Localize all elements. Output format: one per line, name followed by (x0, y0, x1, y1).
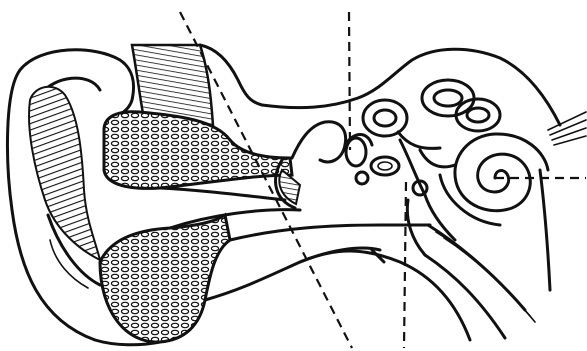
eustachian-tube (300, 248, 384, 262)
skull-outline (200, 45, 560, 340)
upper-cartilage (104, 45, 292, 188)
lower-cartilage (95, 215, 230, 345)
semicircular-canals (363, 80, 500, 167)
guide-line-vertical-upper (349, 12, 350, 150)
guide-line-vertical-lower (404, 182, 406, 348)
cochlea (440, 134, 548, 225)
temporal-bone-edge (548, 112, 586, 145)
auditory-nerve (425, 225, 535, 338)
guide-lines (180, 12, 586, 348)
